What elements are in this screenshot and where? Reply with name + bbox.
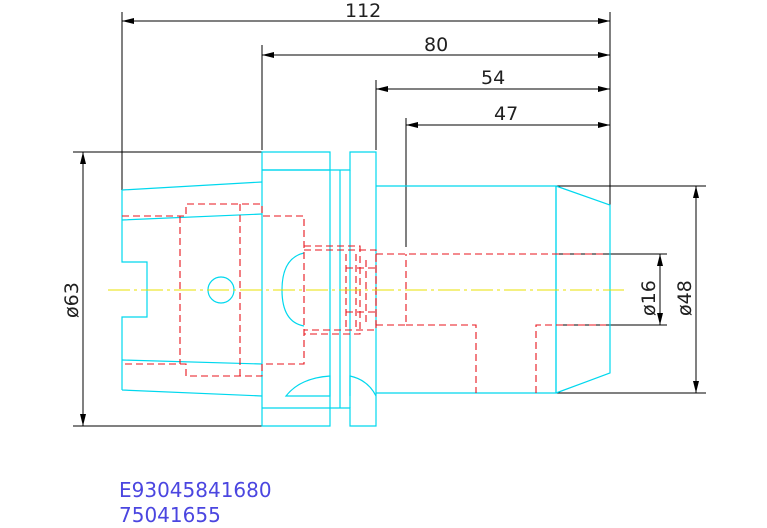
hidden-lines xyxy=(122,203,606,393)
dimension-lines xyxy=(73,12,706,427)
dim-diameter-63-label: ø63 xyxy=(61,282,83,318)
dim-diameter-16-label: ø16 xyxy=(638,280,660,316)
part-code-secondary: 75041655 xyxy=(119,503,221,527)
dim-diameter-48-label: ø48 xyxy=(674,280,696,316)
part-code-primary: E93045841680 xyxy=(119,478,272,502)
dim-80-label: 80 xyxy=(424,34,448,56)
part-code-block: E93045841680 75041655 xyxy=(119,478,272,528)
dim-47-label: 47 xyxy=(494,103,518,125)
dim-112-label: 112 xyxy=(345,0,381,22)
dim-54-label: 54 xyxy=(481,67,505,89)
